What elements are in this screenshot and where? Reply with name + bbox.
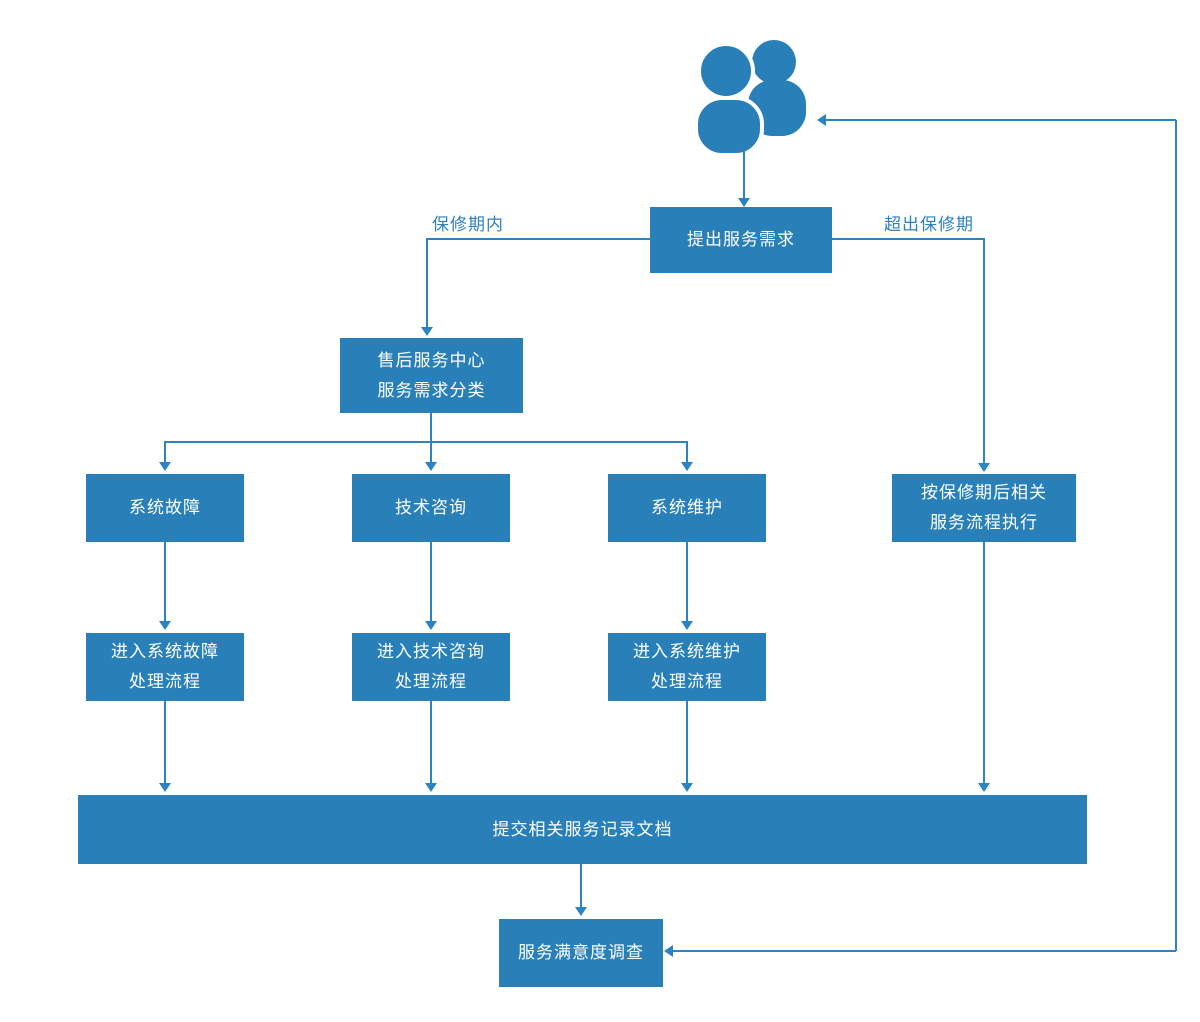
edge-drop-consult	[430, 441, 432, 463]
edge-label-out-of-warranty: 超出保修期	[884, 215, 974, 234]
edge-maintenance-to-process	[686, 542, 688, 622]
arrowhead-survey-right	[664, 945, 673, 957]
arrowhead-submit-4	[978, 783, 990, 792]
arrowhead-maintenance-process	[681, 621, 693, 630]
arrowhead-submit-3	[681, 783, 693, 792]
node-service-center: 售后服务中心 服务需求分类	[340, 338, 523, 413]
edge-distributor	[164, 441, 688, 443]
arrowhead-maintenance	[681, 462, 693, 471]
node-post-warranty: 按保修期后相关 服务流程执行	[892, 474, 1076, 542]
node-satisfaction-survey: 服务满意度调查	[499, 919, 663, 987]
node-system-maintenance: 系统维护	[608, 474, 766, 542]
edge-consult-to-process	[430, 542, 432, 622]
edge-drop-fault	[164, 441, 166, 463]
arrowhead-consult	[425, 462, 437, 471]
edge-drop-maintenance	[686, 441, 688, 463]
edge-request-to-center-h	[427, 238, 650, 240]
edge-consult-to-submit	[430, 701, 432, 784]
edge-maintenance-to-submit	[686, 701, 688, 784]
node-system-fault: 系统故障	[86, 474, 244, 542]
edge-fault-to-submit	[164, 701, 166, 784]
arrowhead-service-center	[421, 327, 433, 336]
arrowhead-fault-process	[159, 621, 171, 630]
arrowhead-survey	[575, 907, 587, 916]
edge-feedback-v	[1175, 120, 1177, 951]
edge-fault-to-process	[164, 542, 166, 622]
arrowhead-submit-2	[425, 783, 437, 792]
node-tech-consult: 技术咨询	[352, 474, 510, 542]
node-request: 提出服务需求	[650, 207, 832, 273]
node-consult-process: 进入技术咨询 处理流程	[352, 633, 510, 701]
arrowhead-actor	[817, 114, 826, 126]
node-maintenance-process: 进入系统维护 处理流程	[608, 633, 766, 701]
node-submit-records: 提交相关服务记录文档	[78, 795, 1087, 864]
edge-feedback-top-h	[826, 119, 1176, 121]
arrowhead-post-warranty	[978, 463, 990, 472]
edge-feedback-bottom-h	[673, 950, 1176, 952]
arrowhead-consult-process	[425, 621, 437, 630]
arrowhead-fault	[159, 462, 171, 471]
arrowhead-request	[738, 198, 750, 207]
edge-label-in-warranty: 保修期内	[432, 215, 504, 234]
edge-request-to-center-v	[426, 238, 428, 328]
edge-submit-to-survey	[580, 864, 582, 908]
edge-post-to-submit	[983, 542, 985, 784]
edge-center-down	[430, 413, 432, 442]
edge-request-to-post-h	[832, 238, 985, 240]
arrowhead-submit-1	[159, 783, 171, 792]
node-fault-process: 进入系统故障 处理流程	[86, 633, 244, 701]
users-icon	[695, 40, 806, 153]
edge-actor-to-request	[743, 150, 745, 200]
edge-request-to-post-v	[983, 238, 985, 464]
